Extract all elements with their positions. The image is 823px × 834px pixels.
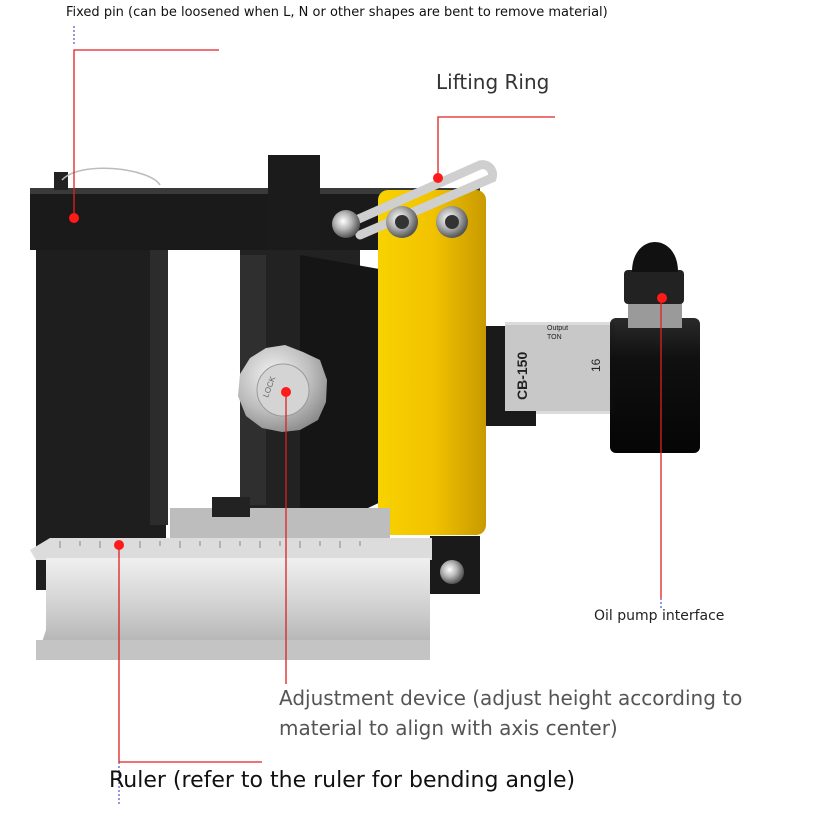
die-block: [300, 255, 385, 540]
marker-adjustment: [281, 387, 291, 397]
oil-pump-connector-nut: [624, 270, 684, 304]
ruler-ticks: [59, 541, 361, 548]
hydraulic-cylinder: [610, 318, 700, 453]
output-text: Output: [547, 325, 568, 332]
marker-oil-pump: [657, 293, 667, 303]
ruler-rail-base: [36, 640, 430, 660]
marker-lifting-ring: [433, 173, 443, 183]
frame-top-beam-highlight: [30, 188, 480, 194]
cylinder-label-stripe: [505, 322, 615, 414]
frame-left-post-inner: [150, 235, 168, 525]
model-text: CB-150: [514, 352, 530, 400]
ruler-rail-top: [30, 538, 432, 560]
marker-fixed-pin: [69, 213, 79, 223]
leader-fixed-pin: [73, 49, 219, 217]
frame-left-post: [36, 220, 166, 590]
leader-lifting-ring: [437, 116, 555, 178]
bolt-top-3-core: [445, 215, 459, 229]
bolt-top-1: [332, 210, 360, 238]
fixed-pin-head: [54, 172, 68, 190]
label-fixed-pin: Fixed pin (can be loosened when L, N or …: [66, 5, 608, 20]
slider-clamp: [212, 497, 250, 517]
ruler-rail: [36, 558, 430, 660]
marker-ruler: [114, 540, 124, 550]
label-oil-pump: Oil pump interface: [594, 608, 725, 624]
slider-plate: [170, 508, 390, 538]
label-lifting-ring: Lifting Ring: [436, 70, 550, 94]
bolt-top-2-core: [395, 215, 409, 229]
bolt-bottom-2: [440, 560, 464, 584]
lifting-ring-handle: [340, 160, 498, 240]
ton-text: TON: [547, 334, 562, 341]
oil-pump-connector-base: [628, 300, 682, 328]
tonnage-text: 16: [589, 358, 603, 372]
label-ruler: Ruler (refer to the ruler for bending an…: [109, 768, 576, 793]
oil-pump-dust-cap: [632, 242, 678, 272]
leader-lines: [73, 26, 662, 806]
fixed-pin-wire: [61, 167, 161, 186]
die-plate-top: [268, 155, 320, 255]
yellow-housing: [378, 190, 486, 535]
label-adjustment-device: Adjustment device (adjust height accordi…: [279, 686, 743, 740]
marker-dots: [69, 173, 667, 550]
